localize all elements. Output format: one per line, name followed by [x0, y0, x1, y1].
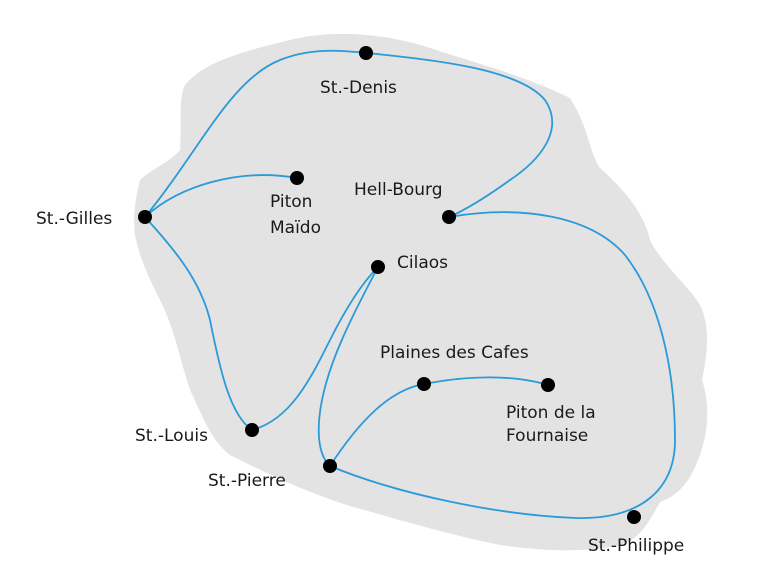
label-cilaos: Cilaos [397, 253, 448, 273]
label-st-pierre: St.-Pierre [208, 471, 286, 491]
label-st-denis: St.-Denis [320, 78, 397, 98]
label-piton-de-la-fournaise: Piton de la Fournaise [506, 403, 601, 446]
route-st-pierre-to-plaines-des-cafes [329, 383, 425, 467]
route-st-gilles-to-st-denis [144, 49, 367, 218]
label-plaines-des-cafes: Plaines des Cafes [380, 343, 529, 363]
marker-plaines-des-cafes [417, 377, 431, 391]
route-cilaos-to-st-pierre [317, 266, 379, 467]
label-st-louis: St.-Louis [135, 426, 208, 446]
route-plaines-des-cafes-to-piton-de-la-fournaise [423, 376, 549, 386]
route-st-pierre-to-hell-bourg [329, 211, 676, 519]
label-piton-maido-line2: Maïdo [270, 218, 321, 238]
route-st-denis-to-hell-bourg [365, 52, 554, 218]
label-st-gilles: St.-Gilles [36, 209, 112, 229]
route-st-louis-to-cilaos [251, 266, 379, 431]
label-piton-de-la-fournaise-line2: Fournaise [506, 426, 588, 446]
marker-st-louis [245, 423, 259, 437]
place-markers [138, 46, 641, 524]
label-st-philippe: St.-Philippe [588, 536, 684, 556]
place-labels: St.-Denis St.-Gilles Piton Maïdo Hell-Bo… [36, 78, 684, 556]
marker-st-gilles [138, 210, 152, 224]
marker-hell-bourg [442, 210, 456, 224]
route-st-gilles-to-st-louis [144, 216, 253, 431]
marker-piton-maido [290, 171, 304, 185]
label-piton-de-la-fournaise-line1: Piton de la [506, 403, 596, 423]
route-st-gilles-to-piton-maido [144, 174, 298, 218]
route-network [144, 49, 676, 519]
marker-st-denis [359, 46, 373, 60]
marker-piton-de-la-fournaise [541, 378, 555, 392]
label-piton-maido-line1: Piton [270, 192, 312, 212]
marker-st-philippe [627, 510, 641, 524]
label-hell-bourg: Hell-Bourg [354, 180, 443, 200]
island-shape [134, 33, 708, 551]
marker-st-pierre [323, 459, 337, 473]
label-piton-maido: Piton Maïdo [270, 192, 321, 238]
marker-cilaos [371, 260, 385, 274]
